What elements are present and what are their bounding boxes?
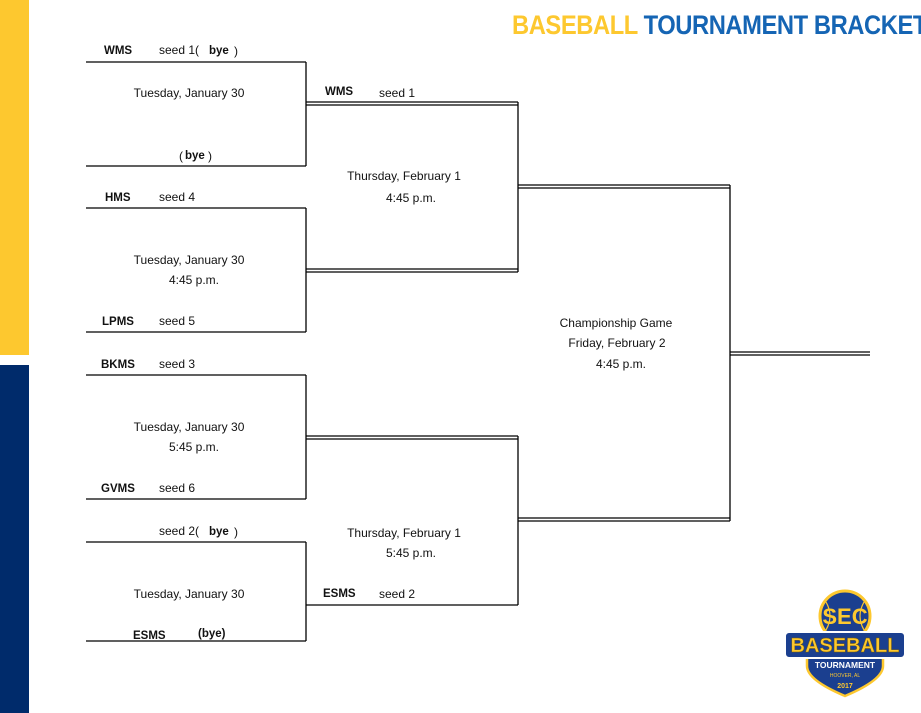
r1g1-bottom-open: ( [179,149,183,163]
r1g2-time: 4:45 p.m. [168,273,220,287]
final-time: 4:45 p.m. [595,357,647,371]
r1g3-time: 5:45 p.m. [168,440,220,454]
r1g1-bottom-bye: bye [185,150,205,162]
r1g4-team-bottom: ESMS [133,630,166,642]
semi-bottom-time: 5:45 p.m. [385,546,437,560]
r1g4-paren-top: ) [234,525,238,539]
logo-tournament-text: TOURNAMENT [815,660,876,670]
logo-stitch-icon [825,601,865,631]
logo-banner [784,631,906,659]
semi-top-date: Thursday, February 1 [347,169,461,183]
semi-bottom-date: Thursday, February 1 [347,526,461,540]
r1g2-team-top: HMS [105,192,131,204]
logo-location-text: HOOVER, AL [830,673,861,679]
r1g3-team-top: BKMS [101,359,135,371]
r1g1-bottom-close: ) [208,149,212,163]
semi-top-team: WMS [325,86,354,98]
r1g2-date: Tuesday, January 30 [133,253,245,267]
semi-bottom-seed: seed 2 [379,587,416,601]
r1g2-seed-top: seed 4 [159,190,196,204]
sec-baseball-tournament-logo: SEC BASEBALL TOURNAMENT HOOVER, AL 2017 [784,589,906,698]
r1g1-seed-top: seed 1( [159,43,200,57]
final-date: Friday, February 2 [568,336,666,350]
logo-baseball-text: BASEBALL [791,635,900,657]
r1g1-team-top: WMS [104,45,133,57]
r1g1-date: Tuesday, January 30 [133,86,245,100]
r1g2-team-bottom: LPMS [102,316,134,328]
r1g4-bye-bottom: (bye) [198,628,226,640]
navy-side-bar [0,365,29,713]
r1g1-paren-top: ) [234,44,238,58]
semi-top-seed: seed 1 [379,86,416,100]
r1g1-bye-top: bye [209,45,229,57]
r1g3-team-bottom: GVMS [101,483,135,495]
logo-year-text: 2017 [837,683,853,690]
semi-top-time: 4:45 p.m. [385,191,437,205]
r1g4-seed-top: seed 2( [159,524,200,538]
r1g3-seed-top: seed 3 [159,357,196,371]
logo-sec-text: SEC [822,604,867,629]
title-word-tournament-bracket: TOURNAMENT BRACKET [643,10,921,40]
r1g4-bye-top: bye [209,526,229,538]
semi-bottom-team: ESMS [323,588,356,600]
page-title: BASEBALL TOURNAMENT BRACKET [512,10,921,41]
title-word-baseball: BASEBALL [512,10,638,40]
r1g3-seed-bottom: seed 6 [159,481,196,495]
r1g3-date: Tuesday, January 30 [133,420,245,434]
gold-side-bar [0,0,29,355]
r1g4-date: Tuesday, January 30 [133,587,245,601]
final-label: Championship Game [559,316,673,330]
r1g2-seed-bottom: seed 5 [159,314,196,328]
